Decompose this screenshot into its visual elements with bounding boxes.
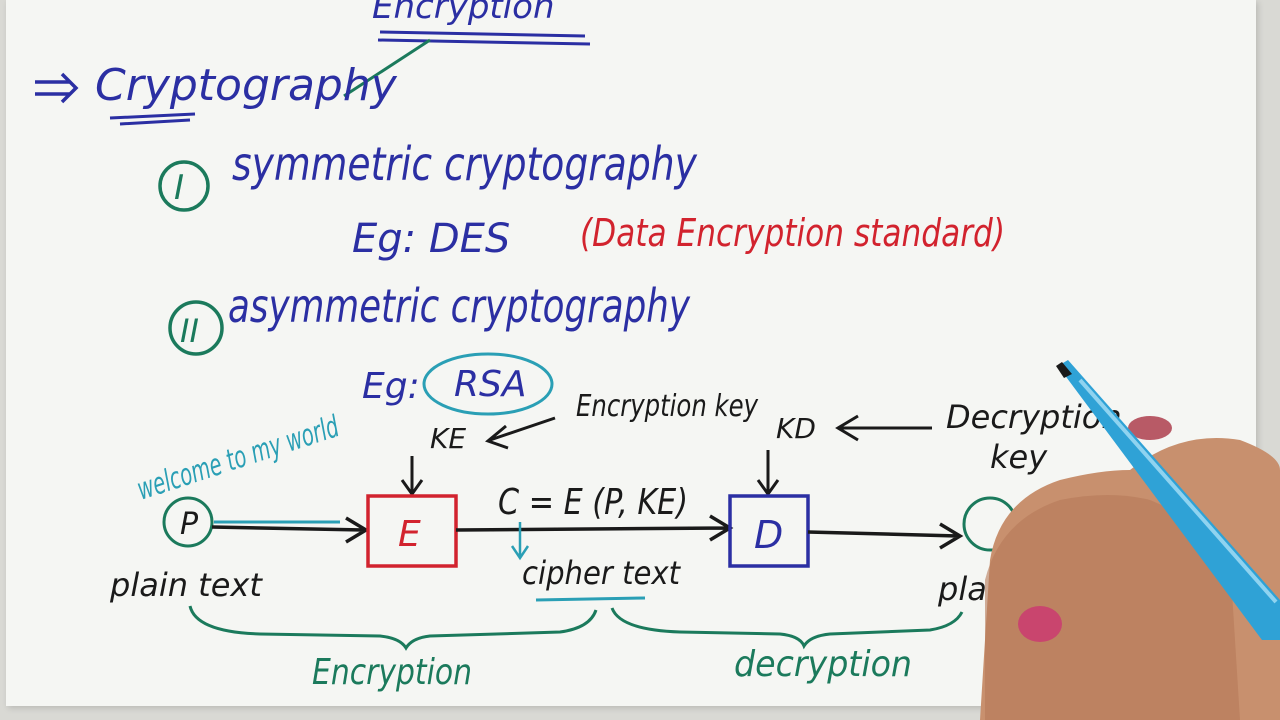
encryption-key-symbol: KE <box>430 422 466 455</box>
svg-text:welcome to my world: welcome to my world <box>133 409 344 507</box>
encryption-key-label: Encryption key <box>576 389 759 424</box>
double-arrow-icon <box>35 72 79 104</box>
side-note: welcome to my world <box>133 409 344 507</box>
heading-connector <box>343 38 431 98</box>
decryption-brace <box>610 607 964 650</box>
formula-to-cipher-arrow <box>510 522 530 561</box>
item2-example: RSA <box>454 364 527 405</box>
d-to-output-arrow <box>807 522 964 550</box>
encryption-span-label: Encryption <box>312 652 472 693</box>
item1-title: symmetric cryptography <box>232 137 698 191</box>
rsa-circle <box>422 352 554 416</box>
item2-circle <box>168 300 224 356</box>
encrypt-box-label: E <box>398 514 421 555</box>
encryption-heading: Encryption <box>372 0 555 27</box>
cryptography-title: Cryptography <box>95 60 398 111</box>
ciphertext-underline <box>535 596 646 602</box>
output-node-label: pla <box>937 570 987 608</box>
plaintext-label: plain text <box>109 566 263 604</box>
item2-example-prefix: Eg: <box>362 366 420 407</box>
decryption-key-arrow <box>835 414 932 442</box>
item2-title: asymmetric cryptography <box>228 279 691 333</box>
ciphertext-label: cipher text <box>522 554 681 592</box>
item1-number: I <box>174 168 184 208</box>
item1-example-expansion: (Data Encryption standard) <box>580 211 1005 255</box>
kd-down-arrow <box>756 450 780 497</box>
decryption-key-label-line2: key <box>990 438 1048 476</box>
decrypt-box <box>728 494 810 568</box>
item1-circle <box>158 160 210 212</box>
encryption-brace <box>188 605 598 651</box>
marker-pen-icon <box>1056 360 1280 640</box>
cipher-formula: C = E (P, KE) <box>498 482 688 523</box>
hand-icon <box>980 416 1280 720</box>
decrypt-box-label: D <box>754 513 783 557</box>
p-to-e-arrow <box>211 516 370 544</box>
cryptography-underline <box>109 112 196 126</box>
ke-down-arrow <box>400 456 424 497</box>
decryption-key-symbol: KD <box>776 412 816 445</box>
encrypt-box <box>366 494 458 568</box>
encryption-key-arrow <box>485 416 556 450</box>
plaintext-node <box>162 496 214 548</box>
item2-number: II <box>180 312 199 350</box>
decryption-span-label: decryption <box>734 644 912 685</box>
item1-example: Eg: DES <box>352 216 510 262</box>
plaintext-node-label: P <box>180 507 199 542</box>
heading-underline <box>377 30 591 46</box>
